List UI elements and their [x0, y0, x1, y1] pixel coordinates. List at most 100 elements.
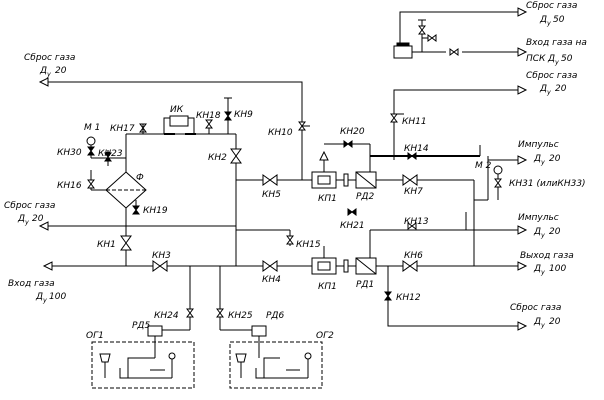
svg-text:РД5: РД5	[132, 321, 150, 331]
svg-text:КН6: КН6	[404, 251, 423, 261]
valve-kn4-icon[interactable]	[262, 260, 278, 272]
outlet-arrow-icon	[517, 7, 527, 17]
svg-text:Д: Д	[533, 317, 541, 327]
svg-text:КН15: КН15	[296, 240, 321, 250]
valve-kn12-icon[interactable]	[384, 291, 392, 301]
svg-text:у: у	[24, 218, 29, 226]
valve-kn31-icon[interactable]	[494, 178, 502, 188]
svg-text:Импульс: Импульс	[518, 213, 559, 223]
valve-kn19-icon[interactable]	[132, 205, 140, 215]
svg-text:у: у	[540, 231, 545, 239]
valve-kn20-icon[interactable]	[343, 140, 353, 148]
svg-text:Сброс газа: Сброс газа	[4, 201, 55, 211]
outlet-arrow-icon	[517, 47, 527, 57]
sbros-arrow-icon	[517, 321, 527, 331]
svg-text:20: 20	[549, 227, 561, 237]
label-vhod-psk: Вход газа на	[526, 38, 587, 48]
label-du: Д	[539, 15, 547, 25]
valve-kn11-icon[interactable]	[390, 113, 398, 123]
svg-text:РД2: РД2	[356, 192, 374, 202]
valve-kn18-icon[interactable]	[205, 119, 213, 129]
manometer-m1-icon	[86, 136, 96, 146]
sbros-arrow-icon	[39, 77, 49, 87]
svg-text:100: 100	[549, 264, 566, 274]
valve-kn24-icon[interactable]	[186, 308, 194, 318]
svg-text:Выход газа: Выход газа	[520, 251, 574, 261]
svg-text:у: у	[546, 19, 551, 27]
svg-text:КП1: КП1	[318, 282, 337, 292]
svg-text:КН20: КН20	[340, 127, 365, 137]
svg-text:М 2: М 2	[475, 161, 492, 171]
valve-icon[interactable]	[449, 48, 459, 56]
svg-text:КН3: КН3	[152, 251, 171, 261]
psk-block	[393, 7, 527, 59]
svg-text:20: 20	[555, 84, 567, 94]
valve-kn25-icon[interactable]	[216, 308, 224, 318]
valve-kn5-icon[interactable]	[262, 174, 278, 186]
valve-kn3-icon[interactable]	[152, 260, 168, 272]
label-sbros-top: Сброс газа	[526, 1, 577, 11]
impuls-arrow-icon	[517, 225, 527, 235]
valve-kn2-icon[interactable]	[230, 148, 242, 164]
svg-text:КН14: КН14	[404, 144, 429, 154]
svg-text:М 1: М 1	[84, 123, 100, 133]
svg-text:КН12: КН12	[396, 293, 421, 303]
svg-text:100: 100	[49, 292, 66, 302]
svg-text:у: у	[554, 58, 559, 66]
svg-text:Д: Д	[17, 214, 25, 224]
svg-text:КН19: КН19	[143, 206, 168, 216]
svg-text:Ф: Ф	[136, 173, 144, 183]
svg-text:Д: Д	[533, 264, 541, 274]
svg-text:КН16: КН16	[57, 181, 82, 191]
svg-text:РД6: РД6	[266, 311, 284, 321]
svg-text:РД1: РД1	[356, 280, 374, 290]
heater-og1	[91, 341, 195, 389]
svg-text:Сброс газа: Сброс газа	[526, 71, 577, 81]
svg-text:Д: Д	[547, 54, 555, 64]
svg-text:КН5: КН5	[262, 190, 281, 200]
svg-text:КН21: КН21	[340, 221, 365, 231]
svg-text:КН7: КН7	[404, 187, 423, 197]
svg-text:50: 50	[553, 15, 565, 25]
manometer-m2-icon	[493, 165, 503, 175]
svg-text:у: у	[540, 268, 545, 276]
svg-text:20: 20	[549, 154, 561, 164]
svg-text:КП1: КП1	[318, 194, 337, 204]
svg-text:50: 50	[561, 54, 573, 64]
svg-text:КН11: КН11	[402, 117, 427, 127]
svg-text:ОГ1: ОГ1	[86, 331, 104, 341]
svg-text:КН10: КН10	[268, 128, 293, 138]
svg-text:у: у	[42, 296, 47, 304]
svg-text:Д: Д	[533, 154, 541, 164]
heater-og2	[229, 341, 323, 389]
svg-text:КН24: КН24	[154, 311, 179, 321]
svg-text:КН23: КН23	[98, 149, 123, 159]
valve-kn1-icon[interactable]	[120, 235, 132, 251]
svg-text:20: 20	[32, 214, 44, 224]
valve-kn30-icon[interactable]	[87, 146, 95, 156]
valve-kn15-icon[interactable]	[286, 235, 294, 245]
valve-kn6-icon[interactable]	[402, 260, 418, 272]
inlet-arrow-icon	[43, 261, 53, 271]
svg-text:КН17: КН17	[110, 124, 135, 134]
sbros-arrow-icon	[517, 85, 527, 95]
svg-text:КН2: КН2	[208, 153, 227, 163]
svg-text:Импульс: Импульс	[518, 140, 559, 150]
outlet-arrow-icon	[517, 261, 527, 271]
label-sbros-left-top: Сброс газа	[24, 53, 75, 63]
svg-text:у: у	[540, 321, 545, 329]
valve-kn16-icon[interactable]	[87, 179, 95, 189]
svg-text:20: 20	[549, 317, 561, 327]
valve-kn21-icon[interactable]	[347, 208, 357, 216]
svg-text:КН4: КН4	[262, 275, 281, 285]
svg-text:Д: Д	[539, 84, 547, 94]
svg-text:у: у	[546, 88, 551, 96]
svg-text:Вход газа: Вход газа	[8, 279, 55, 289]
svg-text:Д: Д	[39, 66, 47, 76]
svg-text:Д: Д	[35, 292, 43, 302]
valve-kn7-icon[interactable]	[402, 174, 418, 186]
valve-kn9-icon[interactable]	[224, 111, 232, 121]
svg-text:КН25: КН25	[228, 311, 253, 321]
impuls-arrow-icon	[517, 155, 527, 165]
